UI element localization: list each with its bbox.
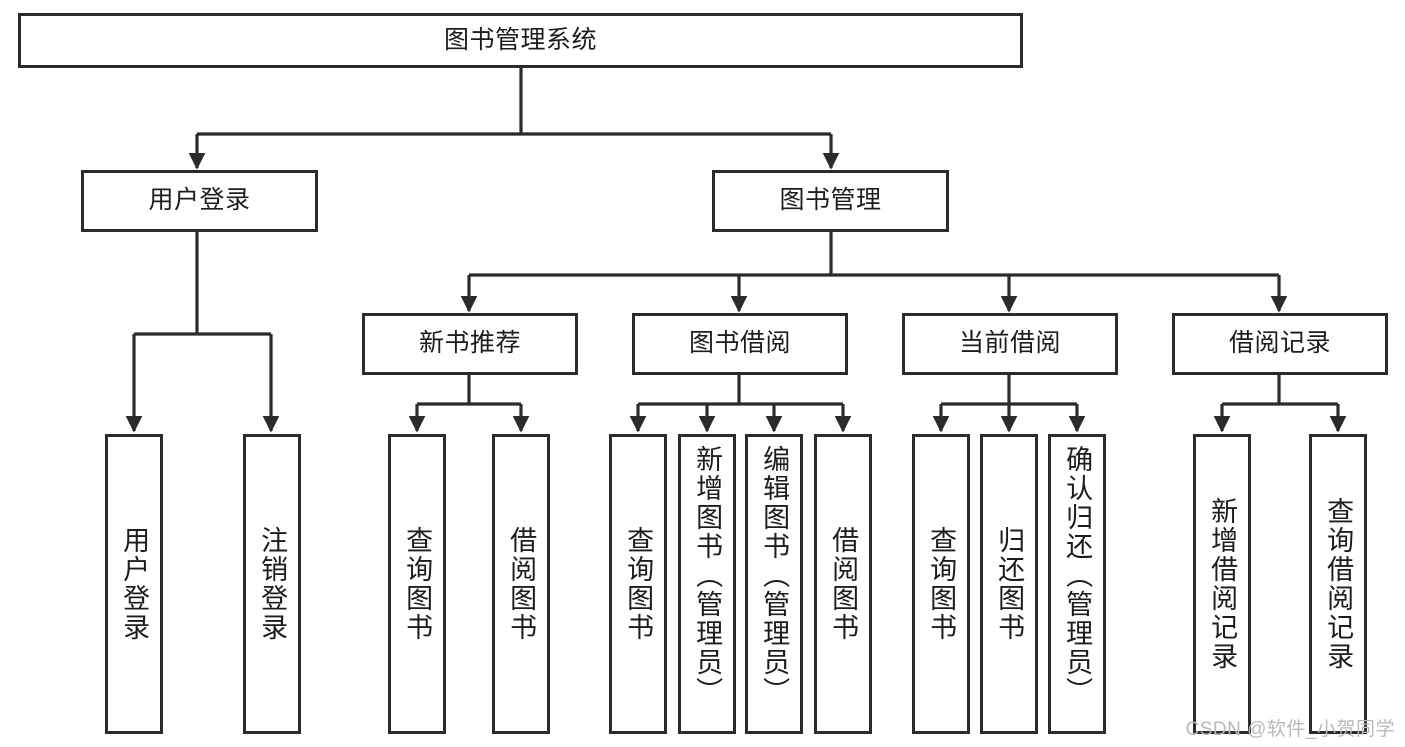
- node-user-login-label: 用户登录: [148, 186, 251, 215]
- leaf-current-borrow-3[interactable]: 确认归还（管理员）: [1048, 434, 1106, 734]
- leaf-current-borrow-2-label: 归还图书: [994, 526, 1025, 642]
- leaf-current-borrow-3-label: 确认归还（管理员）: [1062, 445, 1093, 706]
- node-book-borrow[interactable]: 图书借阅: [632, 313, 848, 375]
- leaf-book-borrow-4[interactable]: 借阅图书: [814, 434, 872, 734]
- leaf-user-login-1-label: 用户登录: [119, 526, 150, 642]
- node-book-borrow-label: 图书借阅: [688, 329, 791, 358]
- leaf-book-borrow-2-label: 新增图书（管理员）: [692, 445, 723, 706]
- node-root[interactable]: 图书管理系统: [18, 13, 1023, 68]
- leaf-book-borrow-3[interactable]: 编辑图书（管理员）: [745, 434, 803, 734]
- node-current-borrow[interactable]: 当前借阅: [902, 313, 1118, 375]
- leaf-new-book-1[interactable]: 查询图书: [388, 434, 446, 734]
- leaf-book-borrow-1[interactable]: 查询图书: [609, 434, 667, 734]
- watermark-text: CSDN @软件_小贺同学: [1185, 719, 1395, 740]
- leaf-book-borrow-3-label: 编辑图书（管理员）: [759, 445, 790, 706]
- node-borrow-record[interactable]: 借阅记录: [1172, 313, 1388, 375]
- leaf-user-login-2-label: 注销登录: [257, 526, 288, 642]
- leaf-current-borrow-1-label: 查询图书: [926, 526, 957, 642]
- leaf-book-borrow-2[interactable]: 新增图书（管理员）: [678, 434, 736, 734]
- node-borrow-record-label: 借阅记录: [1228, 329, 1331, 358]
- node-new-book-recommend[interactable]: 新书推荐: [362, 313, 578, 375]
- leaf-book-borrow-1-label: 查询图书: [623, 526, 654, 642]
- node-root-label: 图书管理系统: [443, 25, 597, 54]
- leaf-user-login-1[interactable]: 用户登录: [105, 434, 163, 734]
- node-current-borrow-label: 当前借阅: [958, 329, 1061, 358]
- leaf-borrow-record-2-label: 查询借阅记录: [1323, 497, 1354, 671]
- leaf-user-login-2[interactable]: 注销登录: [243, 434, 301, 734]
- leaf-borrow-record-1[interactable]: 新增借阅记录: [1193, 434, 1251, 734]
- leaf-new-book-2-label: 借阅图书: [506, 526, 537, 642]
- leaf-book-borrow-4-label: 借阅图书: [828, 526, 859, 642]
- node-book-management[interactable]: 图书管理: [712, 170, 949, 232]
- leaf-new-book-1-label: 查询图书: [402, 526, 433, 642]
- leaf-new-book-2[interactable]: 借阅图书: [492, 434, 550, 734]
- leaf-borrow-record-1-label: 新增借阅记录: [1207, 497, 1238, 671]
- leaf-current-borrow-1[interactable]: 查询图书: [912, 434, 970, 734]
- node-book-management-label: 图书管理: [779, 186, 882, 215]
- node-new-book-recommend-label: 新书推荐: [418, 329, 521, 358]
- leaf-borrow-record-2[interactable]: 查询借阅记录: [1309, 434, 1367, 734]
- node-user-login[interactable]: 用户登录: [81, 170, 318, 232]
- leaf-current-borrow-2[interactable]: 归还图书: [980, 434, 1038, 734]
